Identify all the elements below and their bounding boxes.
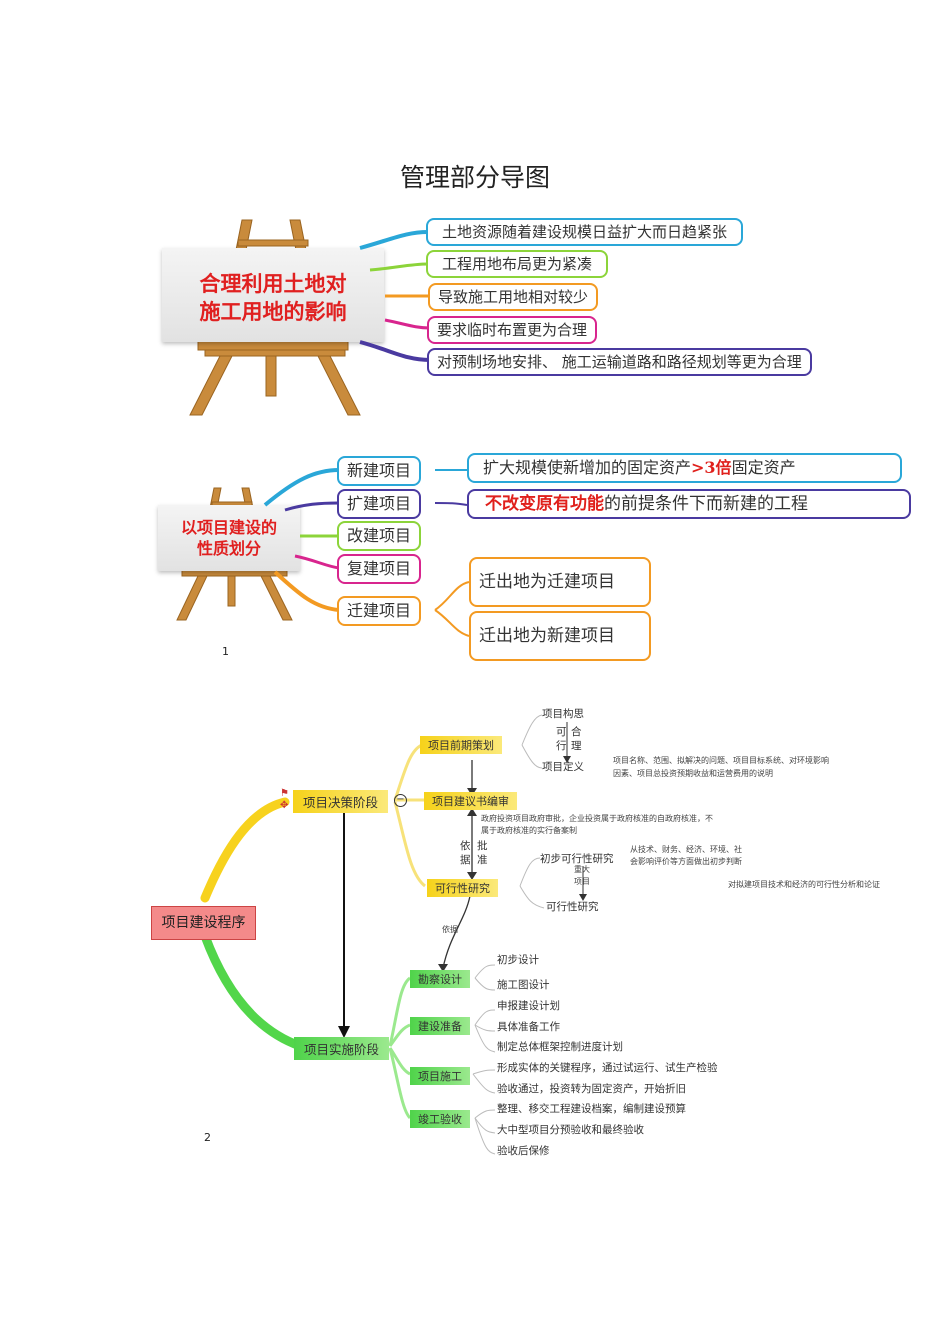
map2-new-detail-pre: 扩大规模使新增加的固定资产 xyxy=(483,458,692,477)
map3-collapse-icon: − xyxy=(394,794,407,807)
map3-proposal-note-2: 属于政府核准的实行备案制 xyxy=(481,826,577,835)
map3-prep-item-2: 具体准备工作 xyxy=(497,1021,560,1033)
map3-heli-2: 合 xyxy=(571,726,582,738)
map3-pre-plan: 项目前期策划 xyxy=(420,736,502,754)
map2-relocate-out: 迁出地为迁建项目 xyxy=(469,557,651,607)
map3-prep-item-3: 制定总体框架控制进度计划 xyxy=(497,1041,623,1053)
map3-feasibility: 可行性研究 xyxy=(427,879,498,897)
map1-connectors xyxy=(359,230,431,362)
map3-prelim-feas: 初步可行性研究 xyxy=(540,853,614,865)
map3-construct-item-1: 形成实体的关键程序，通过试运行、试生产检验 xyxy=(497,1062,718,1074)
map2-new-detail-red: >3倍 xyxy=(691,458,732,477)
map3-flag-icon: ⚑✥ xyxy=(280,788,289,811)
map1-branch-1: 土地资源随着建设规模日益扩大而日趋紧张 xyxy=(426,218,744,246)
map2-branch-relocate: 迁建项目 xyxy=(337,596,422,626)
page-number-2: 2 xyxy=(204,1131,211,1144)
map3-accept-item-3: 验收后保修 xyxy=(497,1145,550,1157)
map2-expand-detail-red: 不改变原有功能 xyxy=(485,494,604,514)
map3-accept-item-1: 整理、移交工程建设档案，编制建设预算 xyxy=(497,1103,686,1115)
map1-branch-2: 工程用地布局更为紧凑 xyxy=(426,250,609,278)
map3-accept: 竣工验收 xyxy=(410,1110,470,1128)
map3-survey-item-1: 初步设计 xyxy=(497,954,539,966)
map3-survey-item-2: 施工图设计 xyxy=(497,979,550,991)
map3-proposal: 项目建议书编审 xyxy=(424,792,517,810)
map2-center-line1: 以项目建设的 xyxy=(180,518,277,537)
map3-basis-a-1: 依 xyxy=(460,840,471,852)
map3-prep-item-1: 申报建设计划 xyxy=(497,1000,560,1012)
map3-survey: 勘察设计 xyxy=(410,970,470,988)
map3-feas-note: 对拟建项目技术和经济的可行性分析和论证 xyxy=(728,880,880,889)
page-title: 管理部分导图 xyxy=(399,163,550,192)
map3-heli-4: 理 xyxy=(571,740,582,752)
map1-branch-3: 导致施工用地相对较少 xyxy=(428,283,599,311)
map2-expand-detail-post: 的前提条件下而新建的工程 xyxy=(604,494,808,514)
map2-branch-new: 新建项目 xyxy=(337,456,422,486)
map3-construct-item-2: 验收通过，投资转为固定资产，开始折旧 xyxy=(497,1083,686,1095)
map2-connectors xyxy=(263,468,470,637)
map3-basis-c: 依据 xyxy=(442,925,458,934)
map3-decision: 项目决策阶段 xyxy=(293,790,389,813)
map3-implement: 项目实施阶段 xyxy=(294,1037,390,1060)
map3-construct: 项目施工 xyxy=(410,1067,470,1085)
map3-heli-3: 行 xyxy=(556,740,567,752)
map2-branch-expand: 扩建项目 xyxy=(337,489,422,519)
map3-accept-item-2: 大中型项目分预验收和最终验收 xyxy=(497,1124,644,1136)
map3-prelim-note-1: 从技术、财务、经济、环境、社 xyxy=(630,845,742,854)
page-number-1: 1 xyxy=(222,645,229,658)
map1-center-board: 合理利用土地对 施工用地的影响 xyxy=(162,248,384,342)
map3-root: 项目建设程序 xyxy=(151,906,256,940)
map1-center-line2: 施工用地的影响 xyxy=(199,299,347,324)
map2-expand-detail: 不改变原有功能的前提条件下而新建的工程 xyxy=(467,489,911,519)
map2-branch-rebuild: 改建项目 xyxy=(337,521,422,551)
map3-concept: 项目构思 xyxy=(542,708,584,720)
map2-easel xyxy=(176,487,293,621)
map1-branch-5: 对预制场地安排、 施工运输道路和路径规划等更为合理 xyxy=(427,348,812,376)
map3-basis-a-2: 据 xyxy=(460,854,471,866)
map3-prelim-note-2: 会影响评价等方面做出初步判断 xyxy=(630,857,742,866)
map2-branch-restore: 复建项目 xyxy=(337,554,422,584)
map3-definition-note-1: 项目名称、范围、拟解决的问题、项目目标系统、对环境影响 xyxy=(613,756,829,765)
map2-center-line2: 性质划分 xyxy=(196,539,261,558)
map3-basis-b-2: 准 xyxy=(477,854,488,866)
map3-definition: 项目定义 xyxy=(542,761,584,773)
map3-major-1: 重大 xyxy=(574,865,590,874)
map3-definition-note-2: 因素、项目总投资预期收益和运营费用的说明 xyxy=(613,769,773,778)
map3-heli-1: 可 xyxy=(556,726,567,738)
map1-center-line1: 合理利用土地对 xyxy=(199,271,347,296)
map3-proposal-note-1: 政府投资项目政府审批，企业投资属于政府核准的自政府核准，不 xyxy=(481,814,713,823)
map2-new-detail-post: 固定资产 xyxy=(731,458,796,477)
map2-center-board: 以项目建设的 性质划分 xyxy=(158,505,300,571)
map1-branch-4: 要求临时布置更为合理 xyxy=(427,316,598,344)
map3-prep: 建设准备 xyxy=(410,1017,470,1035)
map3-major-2: 项目 xyxy=(574,877,590,886)
map2-new-detail: 扩大规模使新增加的固定资产>3倍固定资产 xyxy=(467,453,902,483)
map3-basis-b-1: 批 xyxy=(477,840,488,852)
map2-relocate-new: 迁出地为新建项目 xyxy=(469,611,651,661)
map3-feas-study: 可行性研究 xyxy=(546,901,599,913)
map1-easel xyxy=(189,219,361,416)
